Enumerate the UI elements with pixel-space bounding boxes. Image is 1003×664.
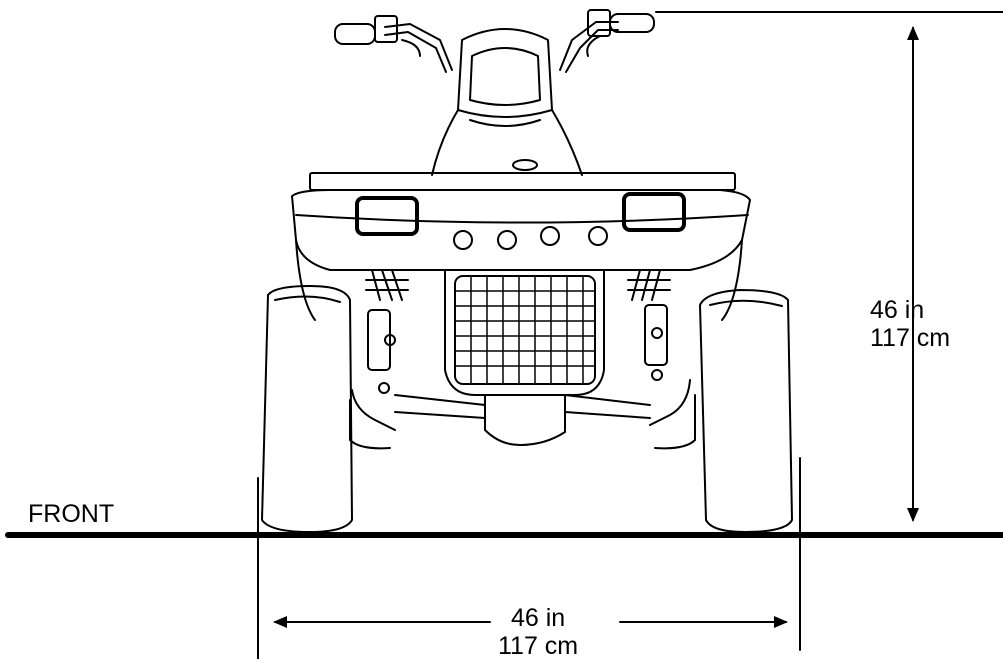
round-lamps — [453, 226, 608, 250]
front-rack — [309, 172, 736, 191]
height-label-cm: 117 cm — [870, 324, 951, 352]
right-suspension — [564, 269, 696, 450]
front-label: FRONT — [28, 500, 114, 528]
right-wheel — [699, 289, 793, 533]
headlights — [355, 192, 686, 236]
front-label-text: FRONT — [28, 500, 115, 528]
height-label: 46 in 117 cm — [870, 296, 950, 352]
width-label: 46 in 117 cm — [498, 604, 578, 660]
width-dimension — [257, 457, 801, 660]
width-label-inches: 46 in — [510, 604, 566, 632]
skid-plate — [484, 394, 566, 446]
seat-tank — [431, 28, 583, 176]
height-label-inches: 46 in — [870, 296, 925, 324]
radiator-grille — [444, 269, 605, 396]
left-wheel — [261, 285, 353, 533]
width-label-cm: 117 cm — [498, 632, 579, 660]
front-fender — [291, 189, 751, 321]
handlebars — [334, 9, 655, 73]
left-suspension — [349, 269, 486, 450]
height-dimension — [655, 11, 1003, 522]
